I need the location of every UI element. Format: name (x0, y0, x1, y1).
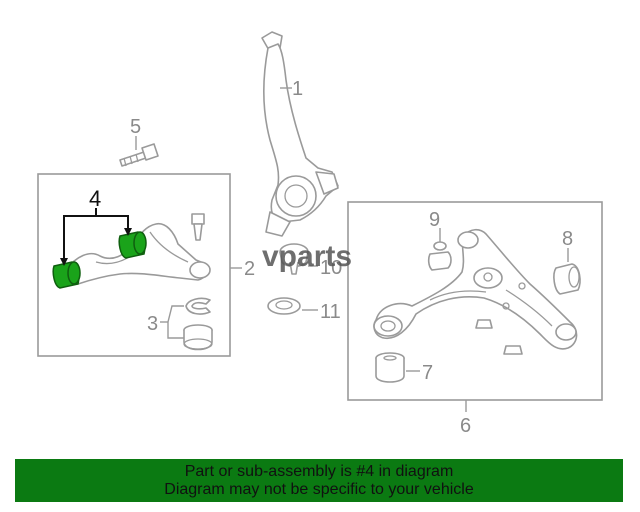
washer (267, 297, 301, 315)
callout-6: 6 (460, 415, 471, 437)
upper-ball-joint-stud (191, 213, 205, 241)
lower-control-arm (373, 228, 578, 350)
banner-line-2: Diagram may not be specific to your vehi… (164, 480, 474, 498)
ball-joint-nut (279, 243, 309, 275)
bolt (119, 143, 159, 167)
dust-boot (183, 324, 213, 351)
callout-9: 9 (429, 209, 440, 231)
snap-ring (185, 297, 211, 315)
upper-arm-box (37, 173, 231, 357)
bushing-front (52, 261, 81, 289)
banner-line-1: Part or sub-assembly is #4 in diagram (184, 462, 454, 480)
callout-5: 5 (130, 116, 141, 138)
vparts-watermark: vparts (262, 240, 352, 273)
bushing-8 (553, 263, 581, 295)
lower-arm-nut-a (475, 319, 493, 329)
leader-4 (60, 208, 132, 266)
callout-2: 2 (244, 258, 255, 280)
callout-8: 8 (562, 228, 573, 250)
bushing-9 (427, 241, 452, 271)
lower-arm-nut-b (503, 345, 523, 355)
info-banner: Part or sub-assembly is #4 in diagram Di… (15, 459, 623, 502)
callout-7: 7 (422, 362, 433, 384)
callout-11: 11 (320, 301, 341, 323)
callout-1: 1 (292, 78, 303, 100)
steering-knuckle (261, 31, 339, 237)
callout-4: 4 (89, 186, 101, 211)
bushing-rear (118, 231, 147, 259)
bushing-7 (375, 352, 405, 383)
callout-3: 3 (147, 313, 158, 335)
lower-arm-box (347, 201, 603, 401)
watermark-text: vparts (262, 240, 352, 273)
callout-10: 10 (320, 257, 342, 279)
leader-3 (160, 305, 184, 339)
